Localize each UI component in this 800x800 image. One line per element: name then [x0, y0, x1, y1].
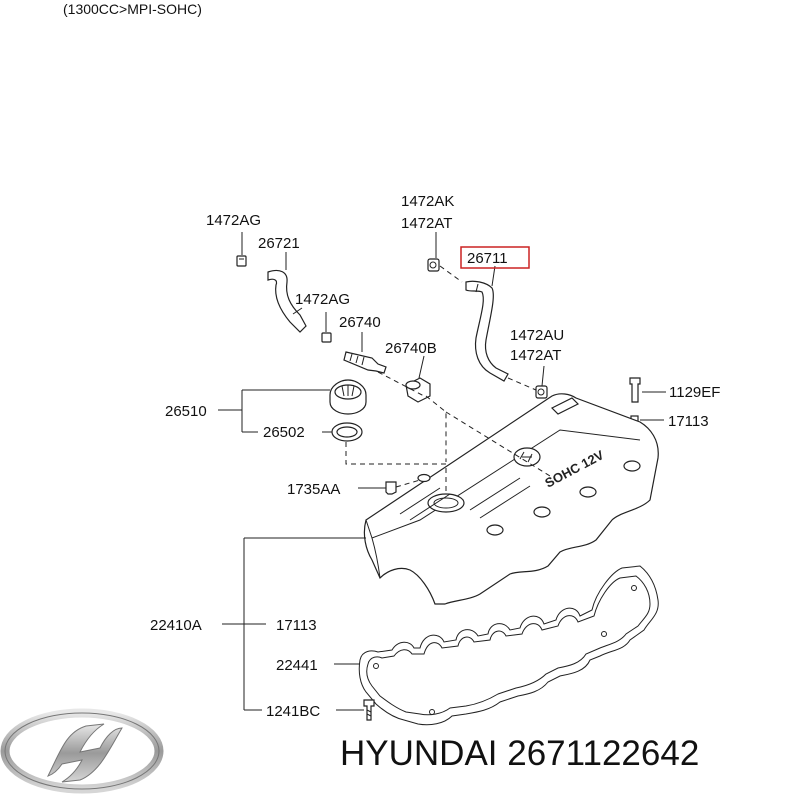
label-22410a: 22410A — [150, 617, 202, 634]
label-26510: 26510 — [165, 403, 207, 420]
label-1472ag-top: 1472AG — [206, 212, 261, 229]
label-1129ef: 1129EF — [669, 384, 720, 401]
label-1241bc: 1241BC — [266, 703, 320, 720]
label-1472ag-mid: 1472AG — [295, 291, 350, 308]
grommet-26740b — [405, 377, 431, 403]
leader-lines — [218, 232, 666, 711]
gasket-22441 — [358, 565, 659, 726]
clip-1472ag-mid — [321, 332, 332, 343]
label-1472au: 1472AU — [510, 327, 564, 344]
label-26740b: 26740B — [385, 340, 437, 357]
seal-26502 — [331, 422, 363, 442]
clip-1472ak — [427, 258, 440, 272]
highlight-box-26711 — [460, 246, 530, 269]
label-1472at-mid: 1472AT — [510, 347, 561, 364]
label-22441: 22441 — [276, 657, 318, 674]
plug-1735aa — [385, 481, 397, 495]
brand-caption: HYUNDAI 2671122642 — [340, 734, 700, 773]
label-26711[interactable]: 26711 — [467, 250, 508, 267]
label-26721: 26721 — [258, 235, 300, 252]
hose-26711 — [465, 280, 509, 382]
clip-1472au — [535, 385, 548, 399]
engine-spec-header: (1300CC>MPI-SOHC) — [63, 1, 202, 17]
hose-26721 — [267, 269, 307, 333]
rocker-cover-22410a: SOHC 12V — [363, 393, 659, 605]
clip-1472ag-top — [236, 255, 247, 267]
oil-cap-26510 — [329, 379, 367, 415]
hyundai-logo — [0, 708, 164, 794]
label-26740: 26740 — [339, 314, 381, 331]
pcv-valve-26740 — [343, 351, 387, 374]
label-1472at-top: 1472AT — [401, 215, 452, 232]
label-26502: 26502 — [263, 424, 305, 441]
bolt-1129ef — [629, 377, 641, 403]
bolt-1241bc — [363, 699, 375, 721]
label-1472ak: 1472AK — [401, 193, 454, 210]
label-17113-right: 17113 — [668, 413, 709, 430]
label-1735aa: 1735AA — [287, 481, 340, 498]
label-17113-left: 17113 — [276, 617, 317, 634]
